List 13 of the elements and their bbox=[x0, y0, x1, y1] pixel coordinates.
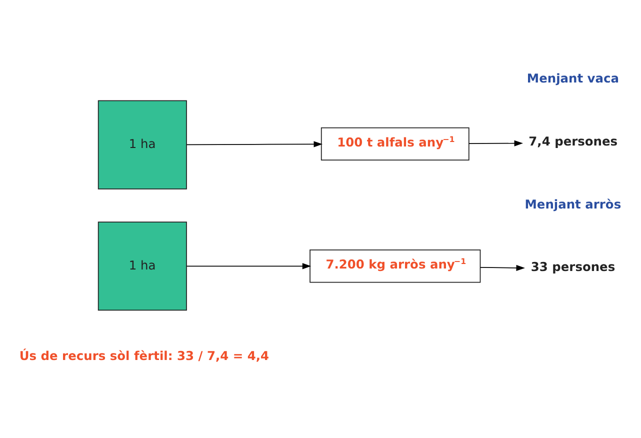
node-box: 7.200 kg arròs any$^{−1}$ bbox=[310, 250, 481, 283]
label: Menjant vaca bbox=[526, 72, 620, 86]
arrow bbox=[186, 263, 312, 270]
arrow bbox=[186, 141, 322, 148]
label: Ús de recurs sòl fèrtil: 33 / 7,4 = 4,4 bbox=[19, 349, 269, 364]
node-box: 100 t alfals any$^{−1}$ bbox=[320, 127, 470, 161]
node-text: 7,4 persones bbox=[528, 134, 618, 148]
node-box: 1 ha bbox=[98, 222, 187, 311]
arrow bbox=[480, 264, 525, 271]
arrow bbox=[468, 140, 524, 146]
label: Menjant arròs bbox=[524, 197, 622, 212]
node-box: 1 ha bbox=[98, 100, 187, 190]
node-text: 33 persones bbox=[530, 260, 616, 274]
